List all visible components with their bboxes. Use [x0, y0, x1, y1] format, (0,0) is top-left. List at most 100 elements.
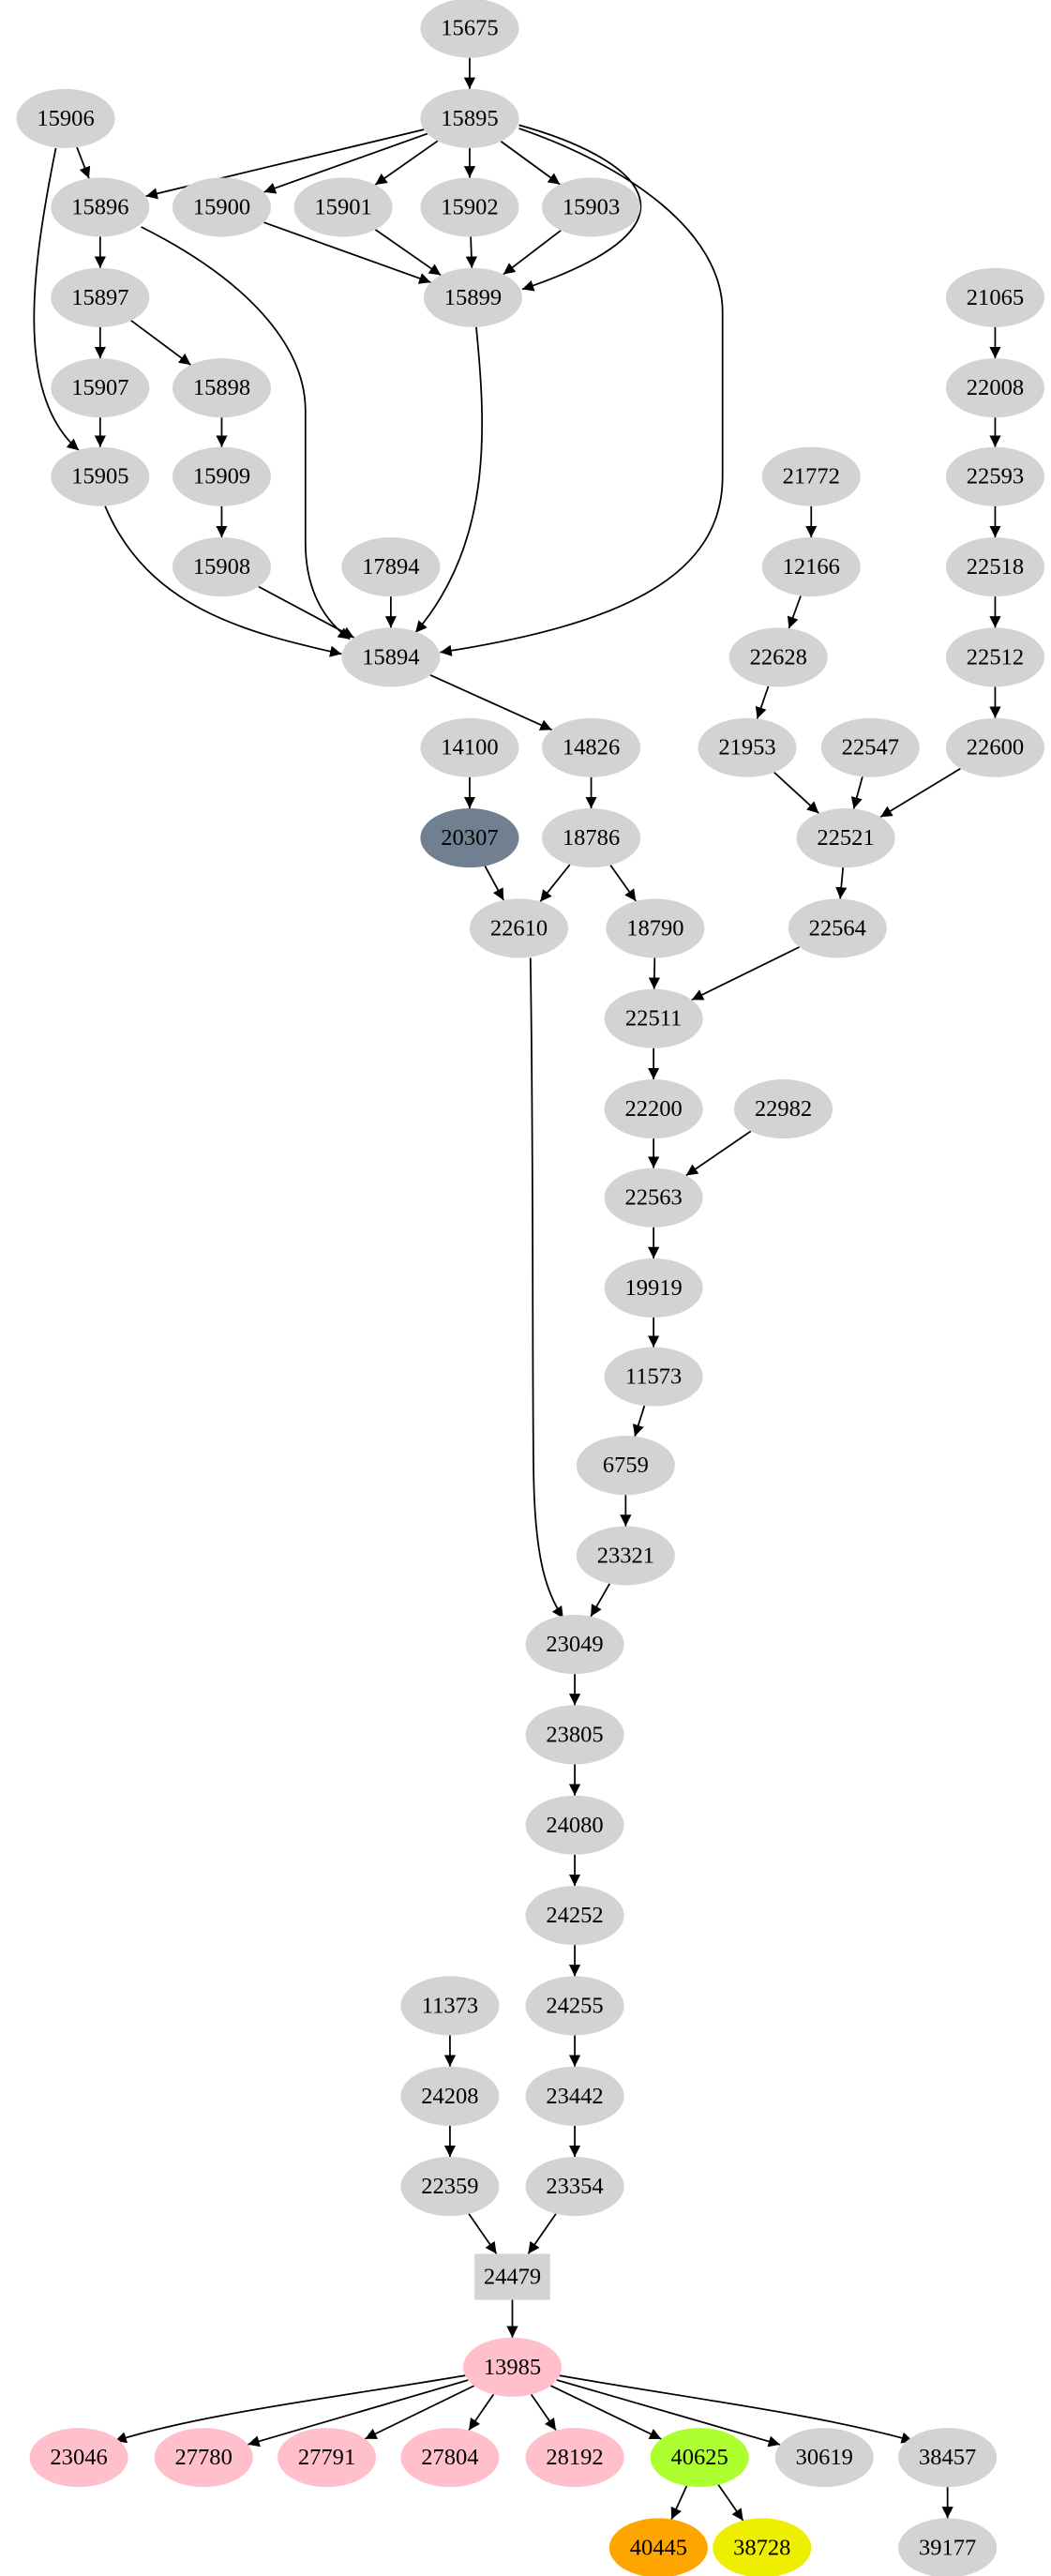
node-24479[interactable]: 24479 — [474, 2253, 550, 2300]
node-15896[interactable]: 15896 — [51, 177, 150, 237]
node-22600[interactable]: 22600 — [945, 717, 1044, 777]
node-13985[interactable]: 13985 — [462, 2337, 563, 2397]
edge-40625-40445 — [670, 2485, 688, 2520]
node-15899[interactable]: 15899 — [423, 267, 522, 327]
node-shape — [420, 808, 519, 868]
node-15908[interactable]: 15908 — [172, 537, 272, 597]
edge-15901-15899 — [374, 229, 442, 277]
node-6759[interactable]: 6759 — [576, 1436, 675, 1496]
node-22610[interactable]: 22610 — [469, 898, 569, 958]
node-39177[interactable]: 39177 — [898, 2518, 998, 2576]
node-23321[interactable]: 23321 — [576, 1526, 675, 1586]
node-27791[interactable]: 27791 — [278, 2428, 377, 2488]
node-27804[interactable]: 27804 — [400, 2428, 500, 2488]
node-38728[interactable]: 38728 — [713, 2518, 812, 2576]
node-15898[interactable]: 15898 — [172, 358, 272, 418]
node-23046[interactable]: 23046 — [29, 2428, 128, 2488]
node-14100[interactable]: 14100 — [420, 717, 519, 777]
node-label: 23046 — [50, 2445, 107, 2470]
node-22628[interactable]: 22628 — [728, 627, 828, 687]
node-15901[interactable]: 15901 — [293, 177, 393, 237]
node-shape — [796, 808, 895, 868]
node-15903[interactable]: 15903 — [542, 177, 641, 237]
node-21065[interactable]: 21065 — [945, 267, 1044, 327]
node-shape — [542, 717, 641, 777]
node-15905[interactable]: 15905 — [51, 446, 150, 506]
node-label: 22564 — [809, 915, 866, 941]
node-shape — [898, 2518, 998, 2576]
node-label: 22593 — [967, 464, 1024, 490]
node-23354[interactable]: 23354 — [525, 2157, 624, 2217]
node-18786[interactable]: 18786 — [542, 808, 641, 868]
node-shape — [604, 1258, 703, 1318]
node-22564[interactable]: 22564 — [788, 898, 887, 958]
edge-23354-24479 — [527, 2213, 557, 2254]
node-30619[interactable]: 30619 — [774, 2428, 874, 2488]
node-label: 23805 — [546, 1722, 603, 1747]
node-22511[interactable]: 22511 — [604, 988, 703, 1048]
node-20307[interactable]: 20307 — [420, 808, 519, 868]
node-11373[interactable]: 11373 — [400, 1976, 500, 2036]
node-21953[interactable]: 21953 — [698, 717, 797, 777]
node-22521[interactable]: 22521 — [796, 808, 895, 868]
node-22518[interactable]: 22518 — [945, 537, 1044, 597]
node-shape — [713, 2518, 812, 2576]
node-shape — [278, 2428, 377, 2488]
node-shape — [420, 177, 519, 237]
node-12166[interactable]: 12166 — [761, 537, 861, 597]
node-38457[interactable]: 38457 — [898, 2428, 998, 2488]
node-shape — [420, 0, 519, 58]
node-label: 15906 — [37, 106, 94, 131]
edge-13985-40625 — [550, 2385, 662, 2440]
node-22512[interactable]: 22512 — [945, 627, 1044, 687]
node-label: 24479 — [484, 2264, 541, 2289]
node-11573[interactable]: 11573 — [604, 1347, 703, 1407]
node-23805[interactable]: 23805 — [525, 1705, 624, 1765]
node-23049[interactable]: 23049 — [525, 1615, 624, 1675]
node-15675[interactable]: 15675 — [420, 0, 519, 58]
node-shape — [16, 88, 115, 148]
node-40625[interactable]: 40625 — [650, 2428, 749, 2488]
node-40445[interactable]: 40445 — [608, 2518, 708, 2576]
node-18790[interactable]: 18790 — [606, 898, 705, 958]
node-15897[interactable]: 15897 — [51, 267, 150, 327]
node-label: 15896 — [71, 194, 128, 219]
node-22547[interactable]: 22547 — [820, 717, 920, 777]
node-22359[interactable]: 22359 — [400, 2157, 500, 2217]
node-24208[interactable]: 24208 — [400, 2066, 500, 2126]
node-shape — [525, 2157, 624, 2217]
node-17894[interactable]: 17894 — [341, 537, 441, 597]
node-label: 20307 — [441, 825, 498, 851]
node-22008[interactable]: 22008 — [945, 358, 1044, 418]
node-label: 22521 — [817, 825, 874, 851]
node-label: 38728 — [733, 2535, 790, 2560]
edge-13985-30619 — [556, 2379, 781, 2448]
node-15909[interactable]: 15909 — [172, 446, 272, 506]
node-15895[interactable]: 15895 — [420, 88, 519, 148]
node-24252[interactable]: 24252 — [525, 1886, 624, 1946]
node-22200[interactable]: 22200 — [604, 1079, 703, 1139]
node-shape — [29, 2428, 128, 2488]
node-14826[interactable]: 14826 — [542, 717, 641, 777]
node-15900[interactable]: 15900 — [172, 177, 272, 237]
node-19919[interactable]: 19919 — [604, 1258, 703, 1318]
node-22982[interactable]: 22982 — [733, 1079, 833, 1139]
node-label: 22610 — [490, 915, 548, 941]
edge-15895-15899 — [518, 124, 642, 292]
node-15902[interactable]: 15902 — [420, 177, 519, 237]
node-shape — [606, 898, 705, 958]
node-24255[interactable]: 24255 — [525, 1976, 624, 2036]
node-15906[interactable]: 15906 — [16, 88, 115, 148]
node-23442[interactable]: 23442 — [525, 2066, 624, 2126]
node-22593[interactable]: 22593 — [945, 446, 1044, 506]
node-28192[interactable]: 28192 — [525, 2428, 624, 2488]
node-27780[interactable]: 27780 — [154, 2428, 253, 2488]
node-shape — [293, 177, 393, 237]
node-shape — [525, 1705, 624, 1765]
node-15894[interactable]: 15894 — [341, 627, 441, 687]
node-15907[interactable]: 15907 — [51, 358, 150, 418]
node-22563[interactable]: 22563 — [604, 1167, 703, 1228]
node-21772[interactable]: 21772 — [761, 446, 861, 506]
edge-18786-22610 — [539, 864, 571, 903]
node-24080[interactable]: 24080 — [525, 1795, 624, 1855]
